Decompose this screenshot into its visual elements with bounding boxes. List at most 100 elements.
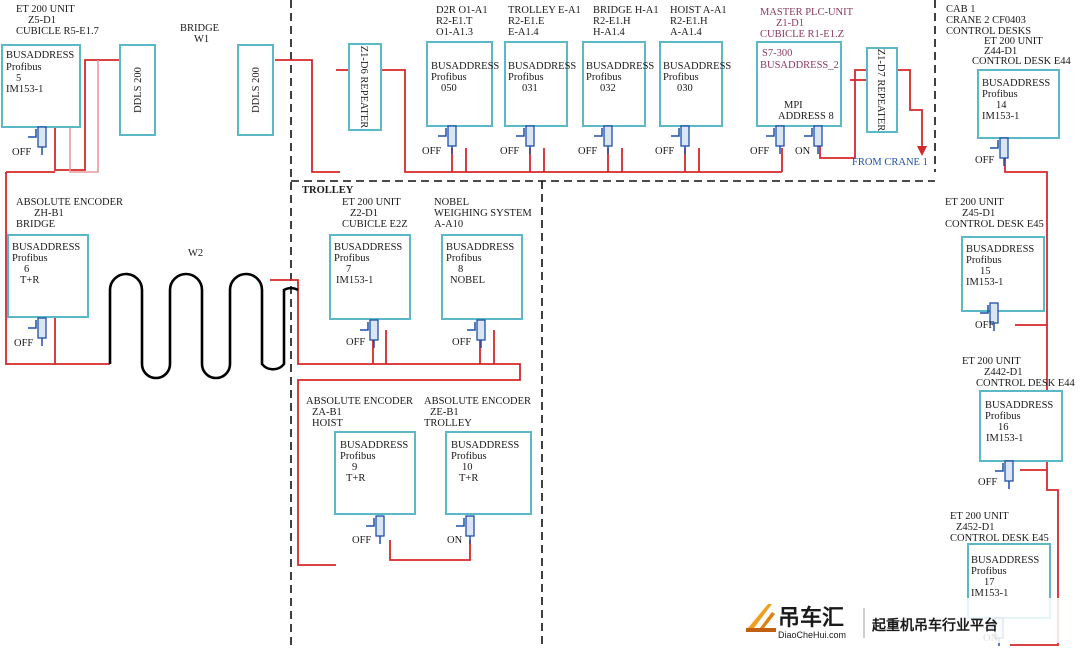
label-nobel-3: A-A10 (434, 219, 463, 230)
ddls-1-label: DDLS 200 (133, 67, 144, 113)
box-10[interactable] (445, 431, 532, 515)
box-030[interactable] (659, 41, 723, 127)
repeater-z1d7-label: Z1-D7 REPEATER (875, 49, 886, 132)
label-z44-2: CONTROL DESK E44 (972, 56, 1072, 67)
box-050-line1: BUSADDRESS (431, 61, 499, 72)
connectors (28, 125, 1014, 646)
label-nobel-1: NOBEL (434, 197, 469, 208)
label-z452-2: Z452-D1 (956, 522, 995, 533)
box-031-line2: Profibus (508, 72, 544, 83)
label-unit-z5-3: CUBICLE R5-E1.7 (16, 26, 99, 37)
connector-7[interactable] (360, 319, 379, 348)
box-ddls-1[interactable] (119, 44, 156, 136)
box-030-line3: 030 (677, 83, 693, 94)
box-15-line2: Profibus (966, 255, 1002, 266)
box-030-line2: Profibus (663, 72, 699, 83)
switch-label-6: OFF (14, 338, 33, 349)
label-cab-4: ET 200 UNIT (984, 36, 1043, 47)
box-7-line3: 7 (346, 264, 351, 275)
box-6-line4: T+R (20, 275, 39, 286)
label-d2r-1: D2R O1-A1 (436, 5, 488, 16)
box-8[interactable] (441, 234, 523, 320)
box-9[interactable] (334, 431, 416, 515)
connector-8[interactable] (467, 319, 486, 348)
connector-plc-1[interactable] (766, 125, 785, 154)
ddls-2-label: DDLS 200 (251, 67, 262, 113)
box-16[interactable] (979, 390, 1063, 462)
switch-label-10: ON (447, 535, 463, 546)
switch-label-050: OFF (422, 146, 441, 157)
label-z452-1: ET 200 UNIT (950, 511, 1009, 522)
box-9-line4: T+R (346, 473, 365, 484)
label-z2-3: CUBICLE E2Z (342, 219, 408, 230)
connector-6[interactable] (28, 317, 47, 346)
connector-14[interactable] (990, 137, 1009, 166)
box-17-line2: Profibus (971, 566, 1007, 577)
connector-030[interactable] (671, 125, 690, 154)
box-16-line4: IM153-1 (986, 433, 1023, 444)
label-unit-z5-1: ET 200 UNIT (16, 4, 75, 15)
box-16-line2: Profibus (985, 411, 1021, 422)
switch-label-16: OFF (978, 477, 997, 488)
connector-plc-2[interactable] (804, 125, 823, 154)
label-z45-2: Z45-D1 (962, 208, 995, 219)
box-6[interactable] (7, 234, 89, 318)
label-z44-1: Z44-D1 (984, 46, 1017, 57)
label-hoist-a-1: HOIST A-A1 (670, 5, 727, 16)
label-cab-1: CAB 1 (946, 4, 975, 15)
box-plc[interactable] (756, 41, 842, 127)
connector-9[interactable] (366, 515, 385, 544)
watermark: 吊车汇 DiaoCheHui.com 起重机吊车行业平台 (740, 598, 1080, 643)
label-d2r-3: O1-A1.3 (436, 27, 473, 38)
label-master-plc-1: MASTER PLC-UNIT (760, 7, 854, 18)
label-enc-bridge-1: ABSOLUTE ENCODER (16, 197, 123, 208)
box-15-line4: IM153-1 (966, 277, 1003, 288)
label-z442-3: CONTROL DESK E44 (976, 378, 1076, 389)
box-031[interactable] (504, 41, 568, 127)
connector-z5[interactable] (28, 126, 47, 155)
outer-labels: ET 200 UNIT Z5-D1 CUBICLE R5-E1.7 BRIDGE… (16, 4, 1076, 544)
box-ddls-2[interactable] (237, 44, 274, 136)
switch-label-plc-1: OFF (750, 146, 769, 157)
box-032[interactable] (582, 41, 646, 127)
box-texts: BUSADDRESS Profibus 5 IM153-1 DDLS 200 D… (6, 46, 1053, 599)
box-15[interactable] (961, 236, 1045, 312)
label-enc-hoist-1: ABSOLUTE ENCODER (306, 396, 413, 407)
label-enc-hoist-3: HOIST (312, 418, 344, 429)
label-trolley-e-1: TROLLEY E-A1 (508, 5, 581, 16)
switch-label-14: OFF (975, 155, 994, 166)
label-hoist-a-3: A-A1.4 (670, 27, 703, 38)
label-w1: W1 (194, 34, 209, 45)
box-10-line4: T+R (459, 473, 478, 484)
box-z5[interactable] (1, 44, 81, 128)
box-031-line3: 031 (522, 83, 538, 94)
box-10-line3: 10 (462, 462, 473, 473)
box-9-line2: Profibus (340, 451, 376, 462)
connector-031[interactable] (516, 125, 535, 154)
bus-wiring (5, 59, 1059, 646)
watermark-slogan: 起重机吊车行业平台 (871, 617, 998, 633)
switch-label-plc-2: ON (795, 146, 811, 157)
box-10-line1: BUSADDRESS (451, 440, 519, 451)
connector-10[interactable] (456, 515, 475, 544)
connector-050[interactable] (438, 125, 457, 154)
box-7[interactable] (329, 234, 411, 320)
connector-16[interactable] (995, 460, 1014, 489)
box-repeater-z1d7[interactable] (866, 47, 898, 133)
box-14-line1: BUSADDRESS (982, 78, 1050, 89)
label-bridge-h-3: H-A1.4 (593, 27, 626, 38)
box-repeater-z1d6[interactable] (348, 43, 382, 131)
label-trolley-e-2: R2-E1.E (508, 16, 544, 27)
box-14[interactable] (977, 69, 1060, 139)
box-8-line1: BUSADDRESS (446, 242, 514, 253)
box-6-line2: Profibus (12, 253, 48, 264)
box-7-line2: Profibus (334, 253, 370, 264)
box-plc-line1: S7-300 (762, 48, 792, 59)
connector-15[interactable] (980, 302, 999, 331)
connector-032[interactable] (594, 125, 613, 154)
box-050[interactable] (426, 41, 493, 127)
label-z452-3: CONTROL DESK E45 (950, 533, 1049, 544)
box-15-line1: BUSADDRESS (966, 244, 1034, 255)
